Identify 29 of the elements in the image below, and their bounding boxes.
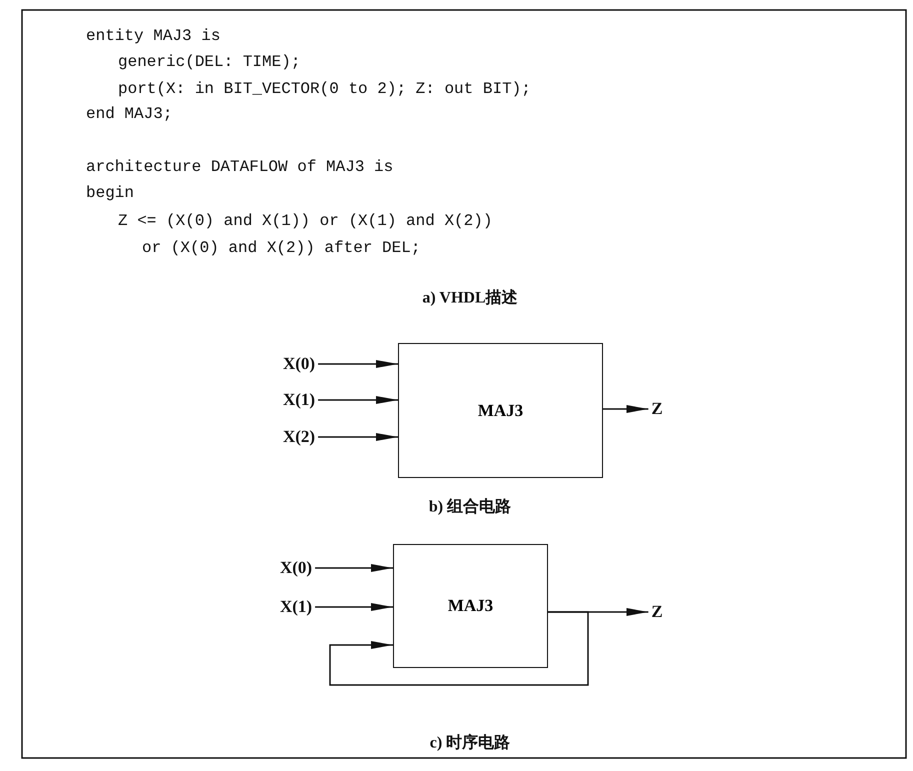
signal-name: X(0) xyxy=(276,558,316,578)
code-line: port(X: in BIT_VECTOR(0 to 2); Z: out BIT); xyxy=(118,79,531,99)
code-line: end MAJ3; xyxy=(86,104,172,124)
arrow xyxy=(329,611,589,686)
arrow xyxy=(318,396,398,404)
code-line: Z <= (X(0) and X(1)) or (X(1) and X(2)) xyxy=(118,211,492,231)
signal-name: X(1) xyxy=(280,390,318,410)
figure-caption: c) 时序电路 xyxy=(430,732,510,754)
signal-name: X(2) xyxy=(280,427,318,447)
arrow xyxy=(315,564,393,572)
block-name: MAJ3 xyxy=(478,400,524,420)
block-box xyxy=(398,343,603,478)
signal-name: X(1) xyxy=(276,597,316,617)
arrow xyxy=(603,405,648,413)
code-line: or (X(0) and X(2)) after DEL; xyxy=(142,238,420,258)
code-line: generic(DEL: TIME); xyxy=(118,52,300,72)
signal-name: X(0) xyxy=(280,354,318,374)
signal-name: Z xyxy=(648,602,666,622)
signal-name: Z xyxy=(648,399,666,419)
arrow xyxy=(318,433,398,441)
arrow xyxy=(315,603,393,611)
code-line: entity MAJ3 is xyxy=(86,26,220,46)
block-box xyxy=(393,544,548,668)
figure-caption: a) VHDL描述 xyxy=(422,288,518,308)
block-name: MAJ3 xyxy=(448,596,494,616)
arrow xyxy=(318,360,398,368)
code-line: architecture DATAFLOW of MAJ3 is xyxy=(86,157,394,177)
figure-caption: b) 组合电路 xyxy=(428,497,512,518)
code-line: begin xyxy=(86,183,134,203)
